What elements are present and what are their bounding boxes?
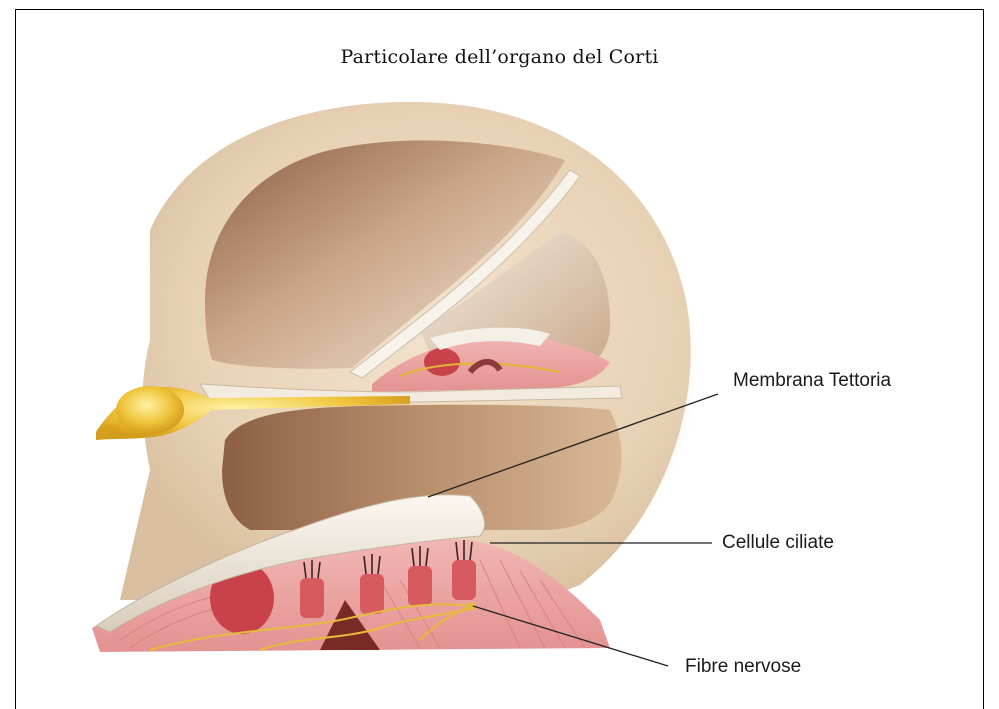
label-membrana-tettoria: Membrana Tettoria bbox=[733, 370, 891, 392]
label-cellule-ciliate: Cellule ciliate bbox=[722, 532, 834, 554]
label-fibre-nervose: Fibre nervose bbox=[685, 656, 801, 678]
